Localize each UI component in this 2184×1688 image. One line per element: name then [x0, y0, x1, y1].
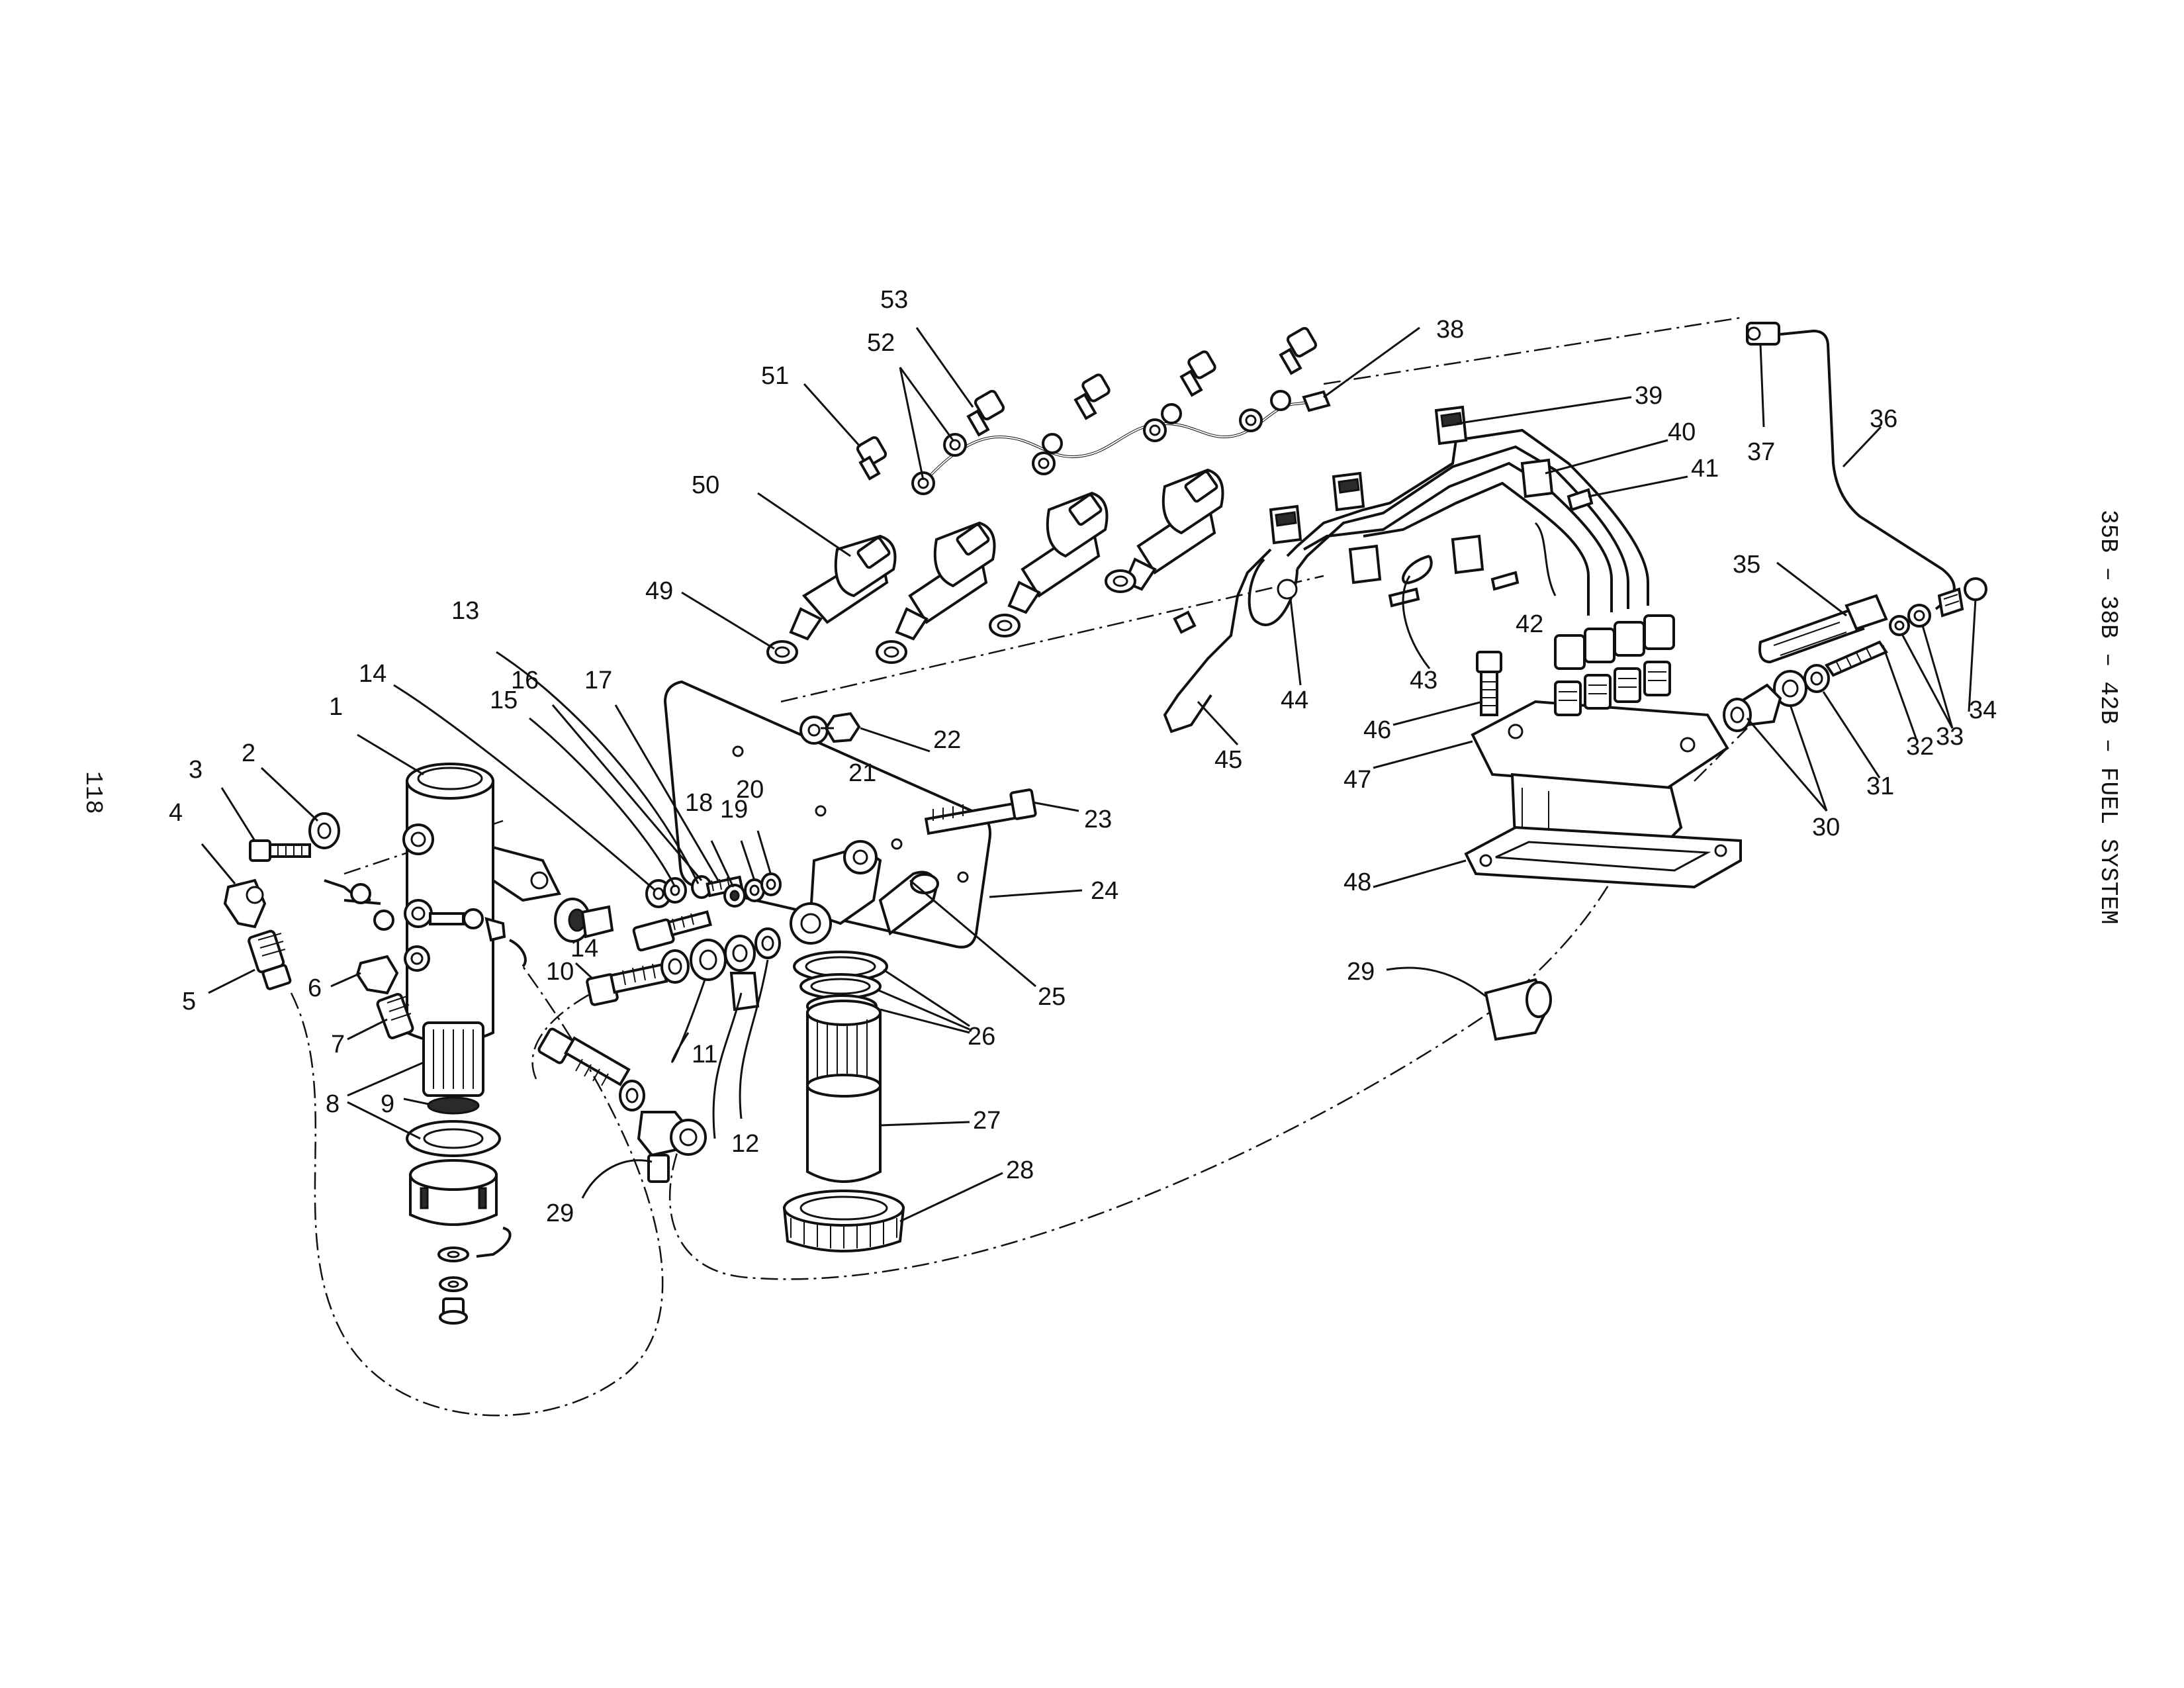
- callout-25: 25: [1038, 983, 1066, 1011]
- callout-42: 42: [1516, 610, 1543, 638]
- callout-5: 5: [182, 988, 196, 1015]
- injection-pipes-assembly: [1163, 405, 1675, 733]
- callout-33: 33: [1936, 723, 1964, 751]
- callout-29-right: 29: [1347, 958, 1375, 986]
- callout-17: 17: [584, 667, 612, 694]
- feed-pump-assembly: [537, 680, 1037, 1252]
- callout-13: 13: [451, 597, 479, 625]
- callout-23: 23: [1084, 806, 1112, 833]
- callout-15: 15: [490, 686, 518, 714]
- callout-36: 36: [1870, 405, 1897, 433]
- callout-44: 44: [1281, 686, 1308, 714]
- injector-1: [766, 534, 897, 664]
- callout-45: 45: [1214, 746, 1242, 774]
- callout-34: 34: [1969, 696, 1997, 724]
- injector-4: [1105, 468, 1224, 593]
- callout-3: 3: [189, 756, 203, 784]
- callout-10: 10: [546, 958, 574, 986]
- callout-29-left: 29: [546, 1199, 574, 1227]
- callout-20: 20: [736, 776, 764, 804]
- callout-28: 28: [1006, 1156, 1034, 1184]
- callout-24: 24: [1091, 877, 1118, 905]
- callout-41: 41: [1691, 455, 1719, 483]
- callout-11: 11: [692, 1041, 717, 1068]
- callout-8: 8: [326, 1090, 340, 1118]
- return-pipe-assembly: [1484, 322, 1987, 1041]
- fuel-filter-assembly: [223, 763, 561, 1325]
- injector-3: [989, 491, 1109, 637]
- callout-48: 48: [1343, 868, 1371, 896]
- callout-21: 21: [848, 759, 876, 787]
- callout-16: 16: [511, 667, 539, 694]
- callout-47: 47: [1343, 766, 1371, 794]
- callout-43: 43: [1410, 667, 1437, 694]
- callout-14-top: 14: [359, 660, 387, 688]
- callout-31: 31: [1866, 773, 1894, 800]
- callout-7: 7: [331, 1031, 345, 1058]
- callout-27: 27: [973, 1107, 1001, 1135]
- injection-pump: [1464, 651, 1742, 889]
- callout-32: 32: [1906, 733, 1934, 761]
- callout-12: 12: [731, 1130, 759, 1158]
- callout-1: 1: [329, 693, 343, 721]
- callout-38: 38: [1436, 316, 1464, 344]
- callout-6: 6: [308, 974, 322, 1002]
- callout-50: 50: [692, 471, 719, 499]
- callout-51: 51: [761, 362, 789, 390]
- callout-9: 9: [381, 1090, 394, 1118]
- callout-2: 2: [242, 739, 255, 767]
- callout-22: 22: [933, 726, 961, 754]
- leader-lines: [201, 326, 1977, 1223]
- callout-30: 30: [1812, 814, 1840, 841]
- section-title: 35B – 38B – 42B – FUEL SYSTEM: [2095, 510, 2122, 925]
- callout-26: 26: [968, 1023, 995, 1051]
- callout-37: 37: [1747, 438, 1775, 466]
- callout-53: 53: [880, 286, 908, 314]
- callout-19: 19: [720, 796, 748, 823]
- callout-35: 35: [1733, 551, 1760, 579]
- injector-2: [876, 521, 996, 664]
- injectors-assembly: [766, 326, 1331, 664]
- callout-4: 4: [169, 799, 183, 827]
- callout-46: 46: [1363, 716, 1391, 744]
- callout-39: 39: [1635, 382, 1662, 410]
- page-number: 118: [79, 771, 107, 814]
- callout-18: 18: [685, 789, 713, 817]
- callout-49: 49: [645, 577, 673, 605]
- callout-52: 52: [867, 329, 895, 357]
- callout-numbers: 1 2 3 4 5 6 7 8 9 10 11 12 13 14 14 15 1…: [169, 286, 1997, 1227]
- callout-40: 40: [1668, 418, 1696, 446]
- callout-14-bottom: 14: [570, 935, 598, 962]
